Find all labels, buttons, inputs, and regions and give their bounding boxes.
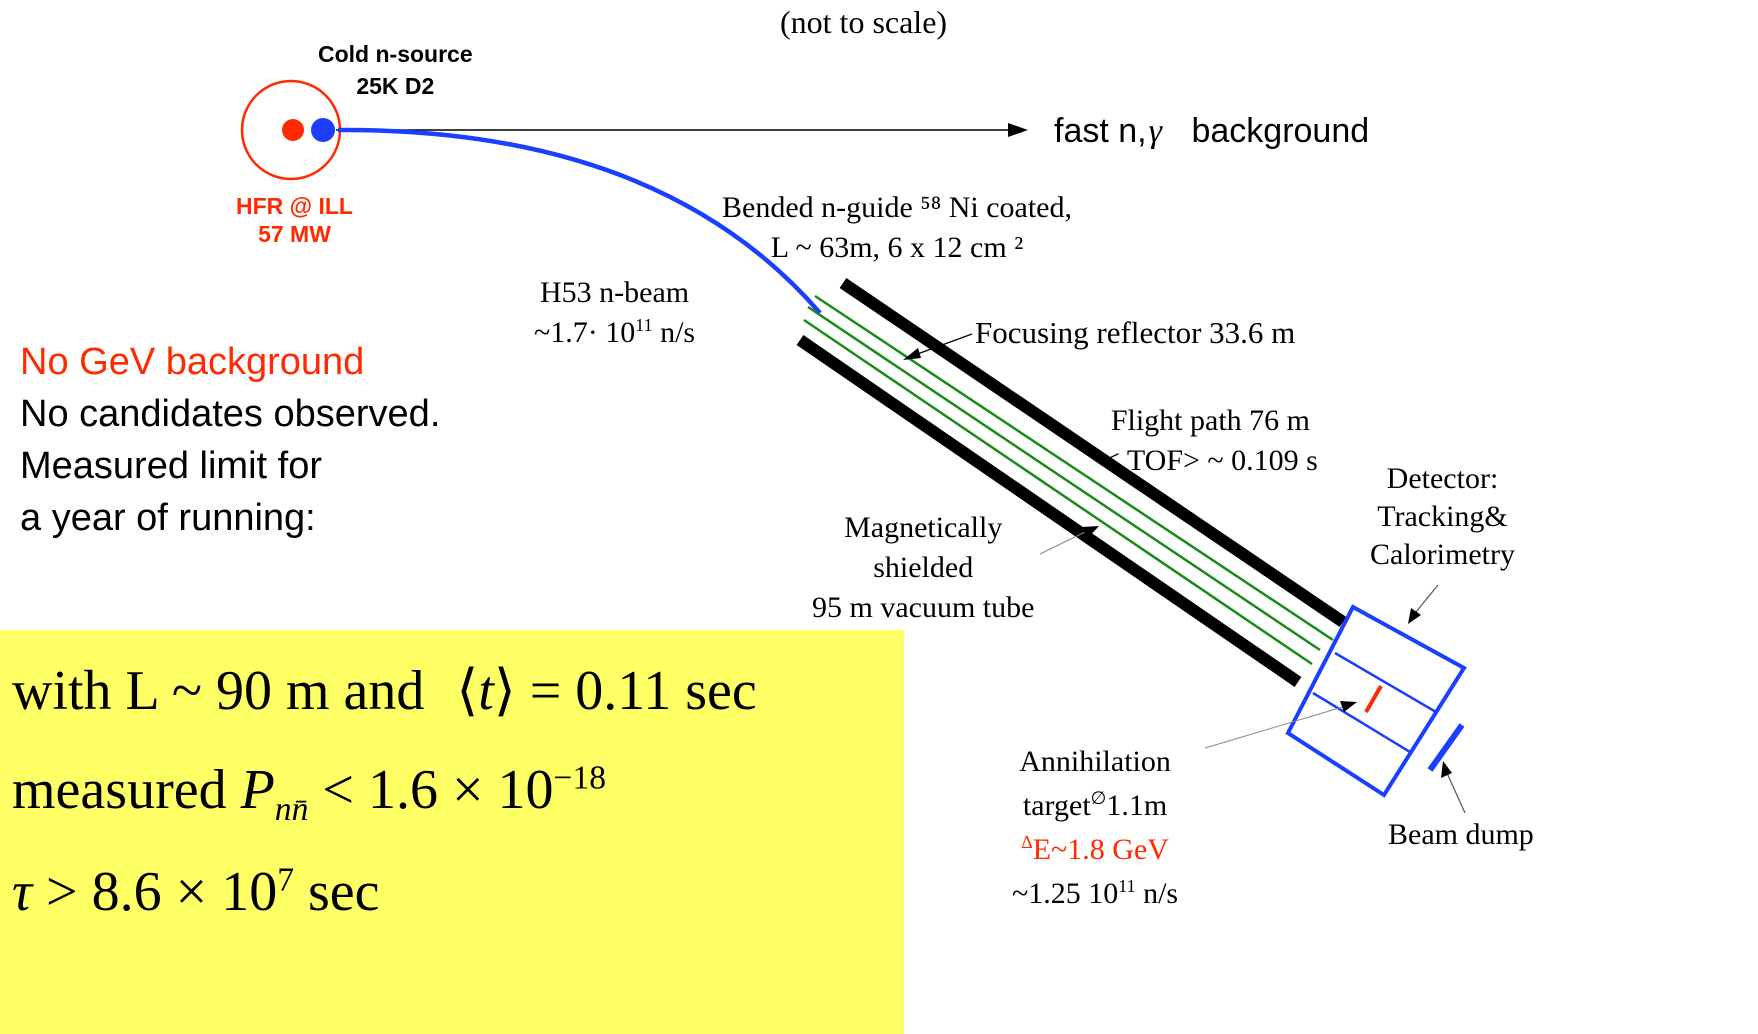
annihilation-target-mark [1364, 685, 1383, 713]
beam-dump-pointer-head [1441, 761, 1452, 778]
beam-flux: ~1.7· 1011 n/s [534, 313, 695, 353]
cold-source-line1: Cold n-source [318, 41, 473, 67]
result-line1-text: with L ~ 90 m and [12, 660, 425, 722]
target-energy: ΔE~1.8 GeV [1012, 828, 1178, 872]
result-line3-unit: sec [294, 861, 380, 923]
fast-background-prefix: fast n, [1054, 112, 1147, 150]
result-box: with L ~ 90 m and ⟨t⟩ = 0.11 sec measure… [0, 630, 904, 1034]
cold-source-line2: 25K D2 [356, 73, 435, 99]
target-pointer [1204, 705, 1347, 749]
detector-line2: Tracking& [1377, 500, 1508, 533]
guide-wall-lower [796, 335, 1302, 687]
beam-dump-label: Beam dump [1388, 818, 1534, 851]
detector-pointer [1415, 584, 1439, 613]
beam-flux-exp: 11 [635, 315, 653, 335]
reactor-label: HFR @ ILL 57 MW [236, 192, 353, 248]
target-prefix: target [1022, 789, 1091, 822]
tube-pointer [1039, 531, 1086, 555]
detector-pointer-head [1408, 608, 1421, 624]
flight-line2: < TOF> ~ 0.109 s [1103, 444, 1318, 477]
tube-line2: shielded [873, 551, 974, 584]
target-line1: Annihilation [1019, 745, 1171, 778]
target-flux-base: ~1.25 10 [1012, 877, 1119, 910]
result-line-1: with L ~ 90 m and ⟨t⟩ = 0.11 sec [12, 658, 757, 723]
result-line2-exp: −18 [553, 759, 607, 797]
result-line2-value: < 1.6 × 10 [308, 759, 554, 821]
reactor-line1: HFR @ ILL [236, 193, 353, 219]
target-pointer-head [1340, 701, 1357, 712]
target-diameter: 1.1m [1106, 789, 1168, 822]
tube-line3: 95 m vacuum tube [812, 591, 1035, 624]
reactor-core-dot [282, 119, 304, 141]
tube-label: Magnetically shielded 95 m vacuum tube [812, 508, 1034, 628]
result-line-3: τ > 8.6 × 107 sec [12, 860, 380, 924]
target-label: Annihilation target∅1.1m ΔE~1.8 GeV ~1.2… [1012, 740, 1178, 916]
not-to-scale-note: (not to scale) [780, 4, 948, 40]
flight-label: Flight path 76 m < TOF> ~ 0.109 s [1103, 401, 1318, 481]
beam-dump-bar [1427, 723, 1465, 772]
tau-symbol: τ [12, 861, 33, 923]
cold-source-label: Cold n-source 25K D2 [318, 38, 473, 102]
reflector-line-1 [814, 294, 1334, 642]
reflector-line-3 [803, 318, 1313, 666]
guide-label: Bended n-guide ⁵⁸ Ni coated, L ~ 63m, 6 … [722, 188, 1072, 268]
reflector-pointer-head [903, 348, 921, 360]
fast-background-arrowhead [1008, 123, 1028, 137]
detector-label: Detector: Tracking& Calorimetry [1370, 460, 1515, 574]
result-line3-exp: 7 [277, 861, 295, 899]
detector-line1: Detector: [1386, 462, 1499, 495]
cold-source-dot [311, 118, 335, 142]
neutron-beam-curve [337, 127, 822, 315]
target-flux-exp: 11 [1118, 876, 1136, 896]
detector-division-1 [1334, 651, 1437, 714]
reflector-line-2 [807, 305, 1321, 652]
beam-flux-base: ~1.7· 10 [534, 316, 636, 349]
t-symbol: t [478, 660, 494, 722]
beam-flux-unit: n/s [660, 316, 696, 349]
beam-label: H53 n-beam ~1.7· 1011 n/s [534, 273, 695, 353]
langle-symbol: ⟨ [456, 660, 479, 722]
delta-symbol: Δ [1021, 832, 1033, 852]
guide-line1: Bended n-guide ⁵⁸ Ni coated, [722, 191, 1072, 224]
guide-wall-upper [839, 278, 1347, 627]
energy-text: E~1.8 GeV [1032, 833, 1169, 866]
reflector-pointer [911, 333, 973, 357]
gamma-symbol: γ [1148, 113, 1163, 150]
guide-line2: L ~ 63m, 6 x 12 cm ² [770, 231, 1024, 264]
diameter-icon: ∅ [1090, 788, 1107, 808]
summary-line3: Measured limit for [20, 445, 322, 487]
summary-line4: a year of running: [20, 497, 316, 539]
summary-line2: No candidates observed. [20, 393, 441, 435]
result-line3-value: > 8.6 × 10 [32, 861, 278, 923]
reactor-line2: 57 MW [258, 221, 331, 247]
flight-line1: Flight path 76 m [1110, 404, 1311, 437]
tube-pointer-head [1082, 526, 1099, 539]
summary-text: No GeV background No candidates observed… [20, 336, 440, 544]
result-line1-value: = 0.11 sec [529, 660, 757, 722]
summary-line1: No GeV background [20, 341, 365, 383]
detector-line3: Calorimetry [1370, 538, 1515, 571]
reflector-label: Focusing reflector 33.6 m [975, 315, 1296, 350]
detector-division-2 [1312, 691, 1411, 754]
p-subscript: nn̄ [274, 791, 309, 829]
beam-line1: H53 n-beam [539, 276, 690, 309]
result-line-2: measured Pnn̄ < 1.6 × 10−18 [12, 758, 607, 826]
detector-box [1285, 604, 1467, 798]
result-line2-prefix: measured [12, 759, 241, 821]
target-flux: ~1.25 1011 n/s [1012, 872, 1178, 916]
rangle-symbol: ⟩ [493, 660, 516, 722]
p-symbol: P [240, 759, 275, 821]
tube-line1: Magnetically [844, 511, 1003, 544]
beam-dump-pointer [1446, 772, 1466, 814]
fast-background-label: fast n,γ background [1054, 112, 1369, 151]
fast-background-suffix: background [1191, 112, 1370, 150]
target-line2: target∅1.1m [1012, 784, 1178, 828]
target-flux-unit: n/s [1143, 877, 1179, 910]
